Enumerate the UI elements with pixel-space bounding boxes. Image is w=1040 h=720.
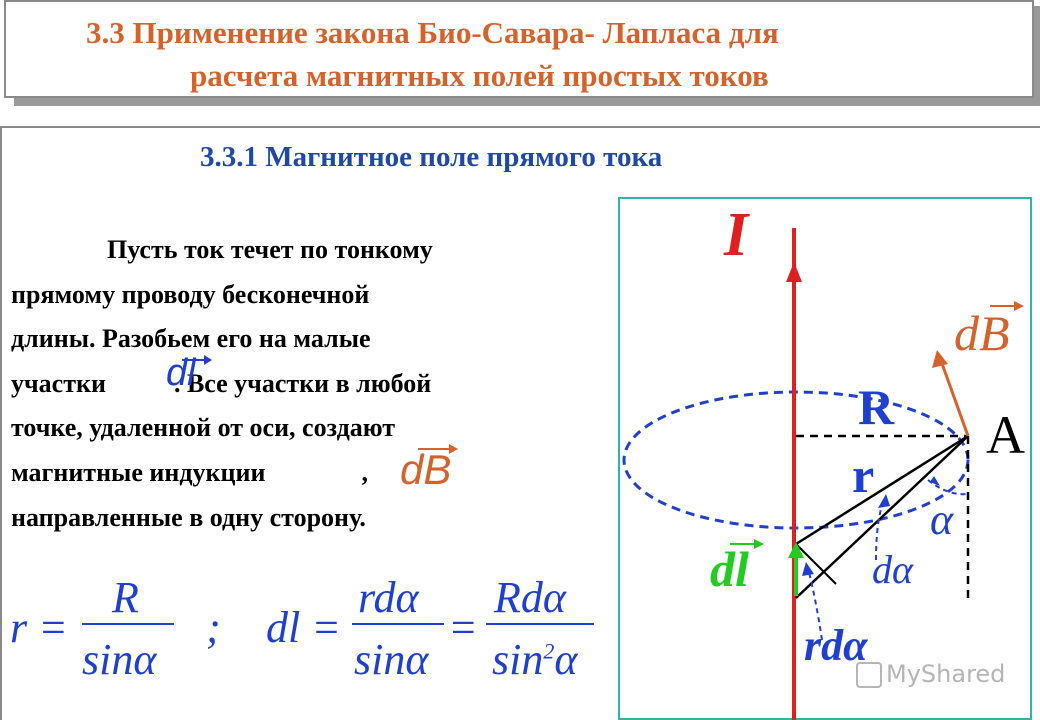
formula-dl-den2-power: 2 bbox=[543, 638, 555, 664]
dalpha-arrow-icon bbox=[878, 494, 890, 508]
label-dl-vector-arrow-icon bbox=[754, 539, 764, 549]
watermark-text: MyShared bbox=[886, 660, 1006, 688]
formula-dl-den2-alpha: α bbox=[554, 635, 578, 684]
label-R: R bbox=[858, 379, 895, 435]
label-alpha: α bbox=[930, 495, 954, 544]
alpha-arc-arrow-icon bbox=[930, 476, 940, 486]
slide-header: 3.3 Применение закона Био-Савара- Лаплас… bbox=[4, 0, 1034, 98]
formula-dl-fraction-bar-2 bbox=[486, 623, 594, 625]
rdalpha-arrow-icon bbox=[802, 562, 814, 576]
formula-r-fraction-bar bbox=[82, 623, 174, 625]
label-r: r bbox=[852, 447, 875, 503]
dB-vector-arrowhead-icon bbox=[932, 350, 948, 368]
rdalpha-segment bbox=[795, 543, 837, 585]
header-title-line2: расчета магнитных полей простых токов bbox=[190, 58, 769, 93]
label-rdalpha: rdα bbox=[804, 621, 868, 670]
watermark: MyShared bbox=[856, 660, 1005, 688]
label-dalpha: dα bbox=[872, 547, 913, 592]
formula-separator: ; bbox=[206, 603, 221, 652]
diagram-frame bbox=[618, 197, 1032, 720]
formula-r-numerator: R bbox=[112, 573, 139, 622]
formula-dl-denominator-2: sin2α bbox=[492, 634, 577, 685]
formula-dl-fraction-bar-1 bbox=[352, 623, 444, 625]
para-line-2: прямому проводу бесконечной bbox=[11, 279, 370, 309]
formula-r-denominator: sinα bbox=[82, 635, 157, 684]
formula-r-lhs: r = bbox=[10, 603, 68, 652]
dl-vector-arrowhead-icon bbox=[788, 542, 804, 558]
formula-dl-lhs: dl = bbox=[266, 603, 341, 652]
label-dl: dl bbox=[710, 541, 749, 597]
para-line-5: точке, удаленной от оси, создают bbox=[11, 413, 396, 443]
header-title-line1: 3.3 Применение закона Био-Савара- Лаплас… bbox=[86, 15, 779, 50]
label-point-A: A bbox=[986, 405, 1025, 465]
dB-vector-line bbox=[938, 357, 970, 437]
formula-dl-denominator-1: sinα bbox=[354, 635, 429, 684]
formula-dl-numerator-1: rdα bbox=[358, 573, 419, 622]
para-line-7: направленные в одну сторону. bbox=[11, 502, 366, 532]
label-current-I: I bbox=[724, 201, 749, 269]
label-dB-vector-arrow-icon bbox=[1014, 301, 1024, 311]
inline-dB-symbol: dB bbox=[400, 446, 452, 493]
watermark-logo-icon bbox=[856, 662, 882, 688]
para-line-6: магнитные индукции, bbox=[11, 451, 611, 496]
current-direction-arrow-icon bbox=[786, 262, 802, 282]
explanation-paragraph: Пусть ток течет по тонкому прямому прово… bbox=[11, 228, 611, 540]
para-line-4b: . Все участки в любой bbox=[173, 368, 432, 398]
formula-dl-numerator-2: Rdα bbox=[494, 573, 566, 622]
dB-vector-arrow-icon bbox=[418, 444, 458, 454]
para-line-3: длины. Разобьем его на малые bbox=[11, 324, 371, 354]
section-title: 3.3.1 Магнитное поле прямого тока bbox=[200, 141, 663, 173]
dl-vector-arrow-icon bbox=[182, 355, 212, 365]
formula-equals: = bbox=[448, 603, 478, 652]
para-line-6b: , bbox=[361, 457, 368, 487]
radius-vector-r-line bbox=[795, 434, 969, 546]
para-line-4: участки . Все участки в любой bbox=[11, 362, 611, 407]
slide-body-frame bbox=[0, 126, 1040, 720]
label-dB: dB bbox=[954, 305, 1010, 361]
para-line-1: Пусть ток течет по тонкому bbox=[107, 235, 433, 264]
radius-vector-r2-line bbox=[795, 435, 969, 599]
para-line-4a: участки bbox=[11, 368, 106, 398]
para-line-6a: магнитные индукции bbox=[11, 457, 266, 487]
formula-dl-den2-sin: sin bbox=[492, 635, 544, 684]
